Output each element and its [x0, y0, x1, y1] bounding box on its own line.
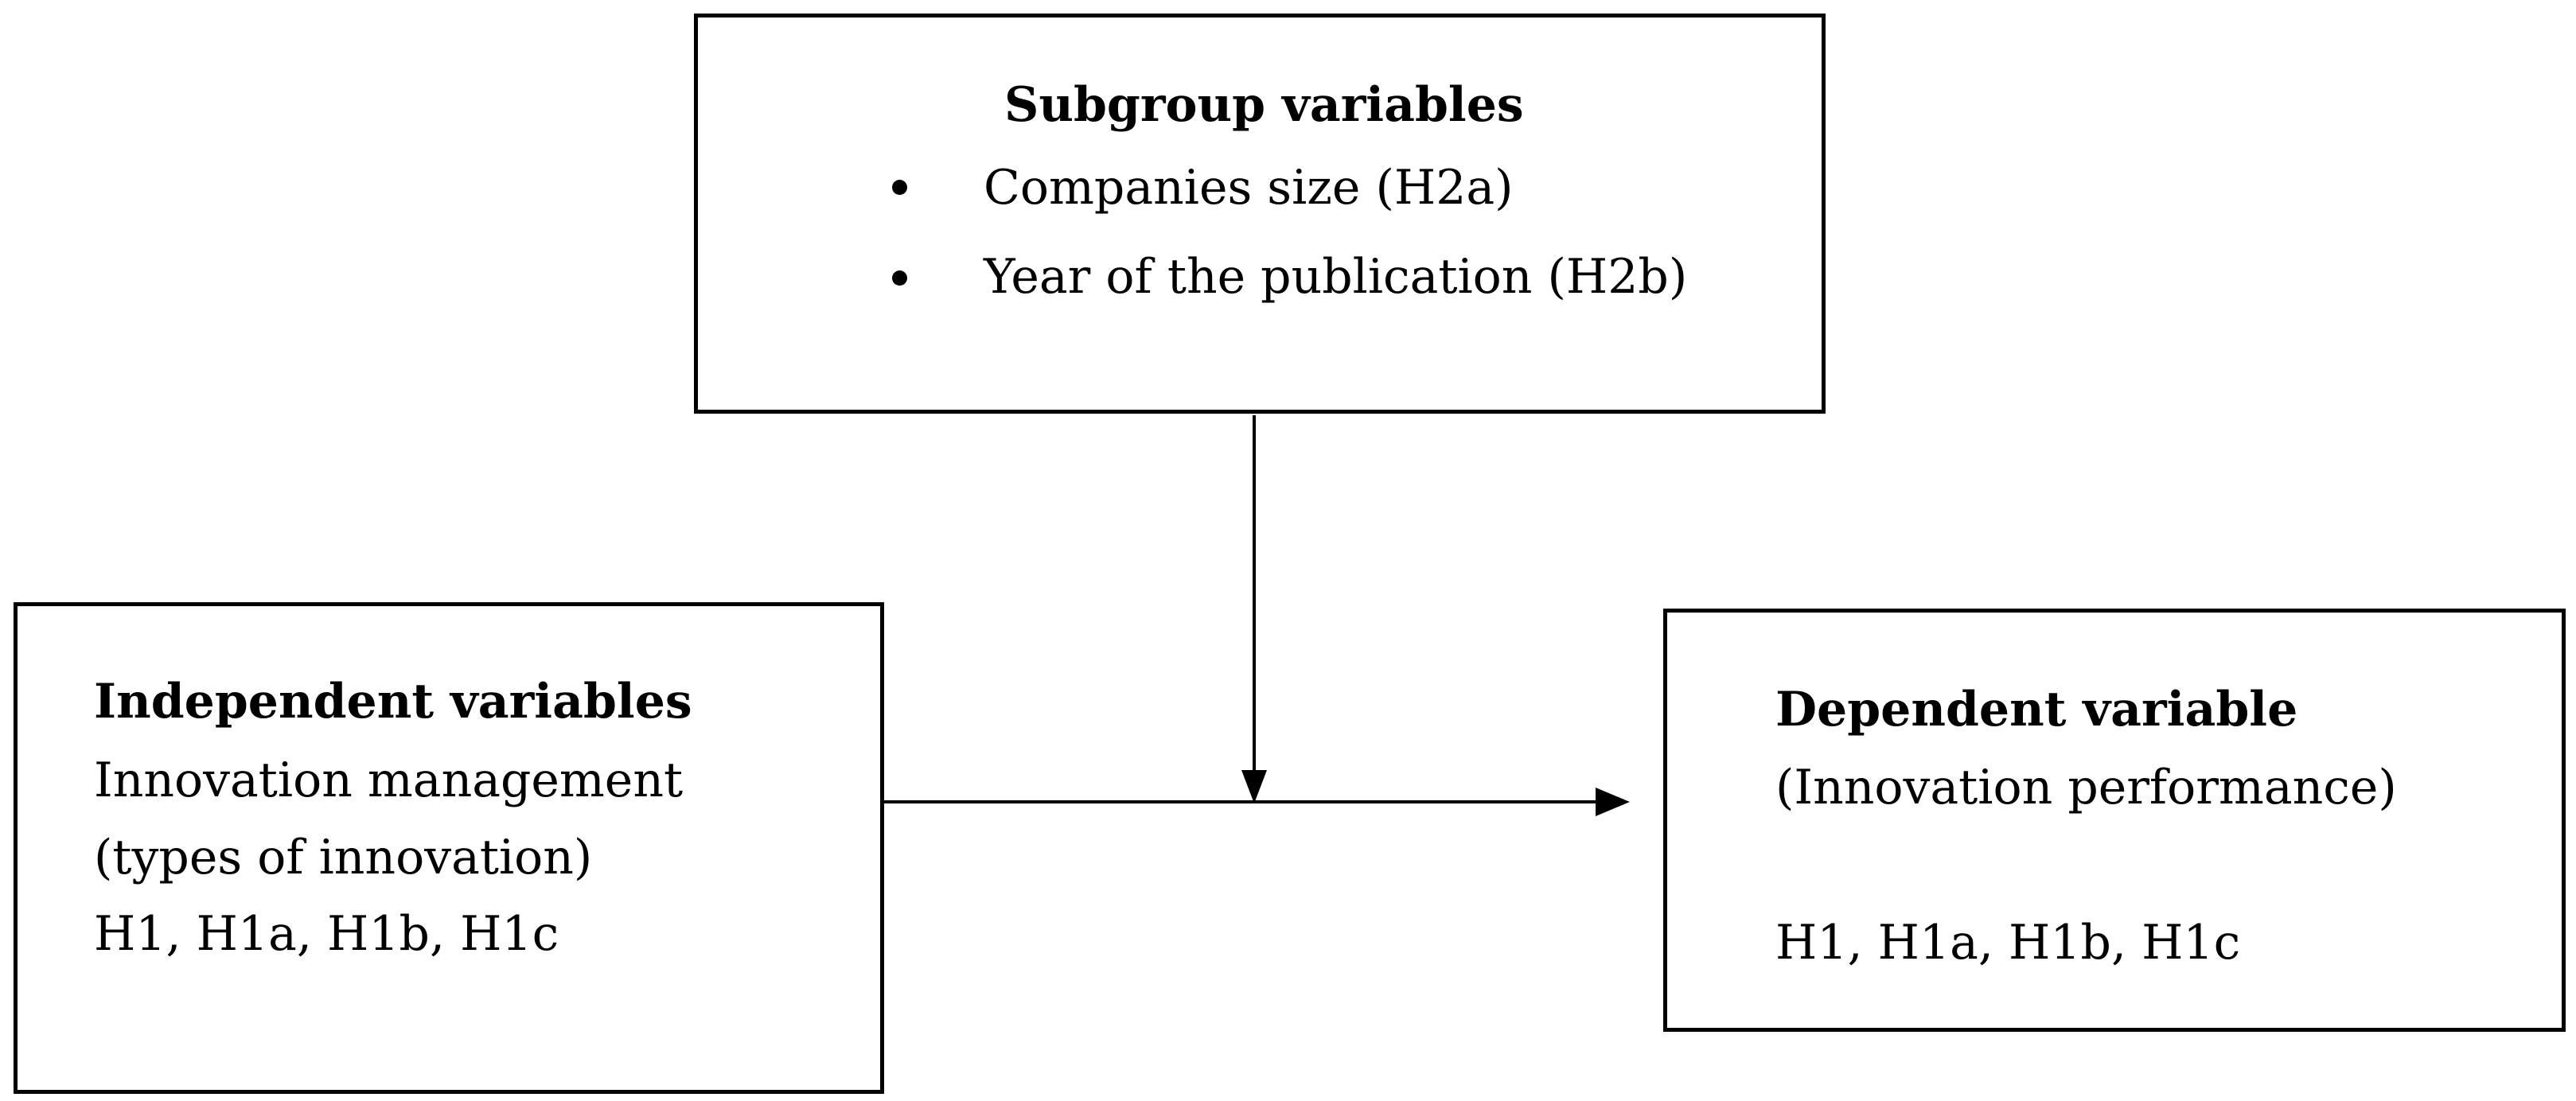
main-effect-arrowhead	[1596, 788, 1630, 816]
independent-variables-box	[14, 602, 884, 1094]
independent-title: Independent variables	[94, 674, 692, 729]
subgroup-item-companies-size: Companies size (H2a)	[984, 160, 1514, 216]
dependent-variable-box	[1663, 609, 2566, 1032]
dependent-hypotheses: H1, H1a, H1b, H1c	[1775, 915, 2241, 971]
subgroup-item-publication-year: Year of the publication (H2b)	[984, 249, 1688, 305]
bullet-icon	[892, 270, 907, 286]
bullet-icon	[892, 180, 907, 195]
independent-line-management: Innovation management	[94, 753, 684, 808]
moderator-arrowhead	[1241, 770, 1267, 803]
subgroup-title: Subgroup variables	[1004, 77, 1524, 133]
dependent-subtitle: (Innovation performance)	[1775, 760, 2397, 815]
subgroup-variables-box	[694, 14, 1826, 414]
dependent-title: Dependent variable	[1775, 682, 2298, 737]
independent-line-hypotheses: H1, H1a, H1b, H1c	[94, 906, 559, 962]
independent-line-types: (types of innovation)	[94, 830, 593, 885]
